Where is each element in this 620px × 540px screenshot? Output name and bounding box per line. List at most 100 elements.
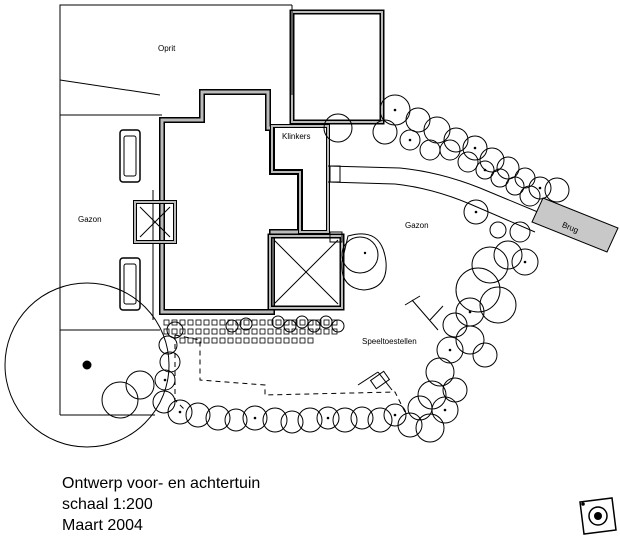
garden-path (327, 165, 546, 233)
shrub (205, 405, 231, 431)
shrub (367, 407, 393, 433)
paving-stone (211, 328, 218, 335)
shrub-trunk (473, 146, 477, 150)
shrub (519, 185, 541, 207)
paving-stone (315, 319, 322, 326)
terrace-dashed (174, 334, 406, 413)
paving-stone (299, 337, 306, 344)
klinkers-area (270, 124, 341, 234)
shrub (415, 413, 445, 443)
title-line-3: Maart 2004 (62, 517, 143, 534)
shrub-trunk (443, 408, 447, 412)
paving-stone (179, 319, 186, 326)
shrub (397, 412, 423, 438)
shrub (475, 160, 495, 180)
shrub (496, 156, 520, 180)
shrub-trunk (178, 410, 182, 414)
label-klinkers: Klinkers (282, 132, 310, 141)
shrub (383, 403, 407, 427)
paving-stone (275, 328, 282, 335)
small-shrub (271, 315, 285, 329)
paving-stone (323, 319, 330, 326)
paving-stone (235, 337, 242, 344)
paving-stone (267, 328, 274, 335)
shrub (511, 248, 539, 276)
shrub-trunk (474, 210, 478, 214)
small-shrub (331, 319, 345, 333)
planter-boxes (119, 129, 141, 311)
shrub-trunk (483, 168, 487, 172)
paving-stone (291, 337, 298, 344)
paving-stone (267, 319, 274, 326)
paving-stone (251, 319, 258, 326)
paving-stone (307, 337, 314, 344)
shrub (350, 406, 374, 430)
shrub-trunk (253, 416, 257, 420)
shrub (185, 402, 211, 428)
shrub (509, 221, 531, 243)
sandbox (341, 233, 387, 291)
shrub (425, 357, 455, 387)
paving-stones (163, 315, 345, 344)
shrub (159, 351, 181, 373)
paving-stone (267, 337, 274, 344)
paving-stone (243, 328, 250, 335)
skylight-small (133, 200, 177, 244)
small-shrub (319, 315, 333, 329)
paving-stone (187, 319, 194, 326)
shrub (442, 377, 468, 403)
paving-stone (259, 328, 266, 335)
shrub (442, 312, 468, 338)
shrub (419, 139, 441, 161)
small-shrub (295, 315, 309, 329)
paving-stone (243, 337, 250, 344)
shrub (224, 408, 248, 432)
shrub-trunk (393, 413, 397, 417)
shrub (407, 395, 433, 421)
paving-stone (299, 319, 306, 326)
shrub (472, 342, 498, 368)
shrub (436, 336, 464, 364)
paving-stone (259, 337, 266, 344)
brug (531, 197, 619, 253)
large-tree (4, 282, 170, 448)
paving-stone (187, 337, 194, 344)
play-equipment (357, 295, 444, 391)
paving-stone (195, 328, 202, 335)
paving-stone (235, 328, 242, 335)
shrub (489, 221, 507, 239)
shrub-trunk (538, 186, 542, 190)
shrub-trunk (523, 260, 527, 264)
shrub (490, 168, 510, 188)
shrub (125, 370, 155, 400)
label-speeltoestellen: Speeltoestellen (362, 337, 417, 346)
shrub (443, 127, 469, 153)
compass-rose-icon (579, 497, 617, 535)
shrub (479, 286, 517, 324)
label-gazon-left: Gazon (78, 215, 102, 224)
shrub (423, 116, 451, 144)
skylight-large (267, 231, 345, 311)
paving-stone (227, 337, 234, 344)
shrub (242, 405, 268, 431)
title-line-1: Ontwerp voor- en achtertuin (62, 475, 261, 492)
paving-stone (163, 319, 170, 326)
paving-stone (179, 337, 186, 344)
paving-stone (251, 337, 258, 344)
paving-stone (275, 319, 282, 326)
paving-stone (211, 337, 218, 344)
paving-stone (259, 319, 266, 326)
shrub (297, 407, 323, 433)
shrub-trunk (393, 108, 397, 112)
shrub (372, 119, 398, 145)
shrub-border (101, 94, 570, 443)
shrub (479, 147, 505, 173)
label-gazon-right: Gazon (405, 221, 429, 230)
paving-stone (235, 319, 242, 326)
small-shrub (239, 317, 253, 331)
shrub (505, 176, 525, 196)
plot-boundaries (59, 4, 292, 416)
shrub-trunk (163, 378, 167, 382)
shrub-trunk (468, 310, 472, 314)
